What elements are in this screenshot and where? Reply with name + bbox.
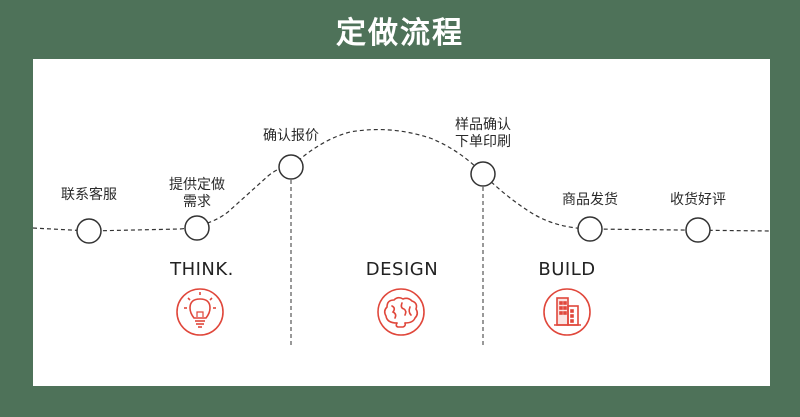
phase-label-design: DESIGN xyxy=(365,259,439,280)
process-curve xyxy=(32,128,771,232)
step-node-3 xyxy=(278,154,304,180)
step-label-5: 商品发货 xyxy=(562,192,618,209)
phase-label-think: THINK. xyxy=(170,259,234,280)
step-label-3: 确认报价 xyxy=(263,128,319,145)
page-title: 定做流程 xyxy=(336,16,464,51)
step-label-4-line2: 下单印刷 xyxy=(455,134,511,150)
step-label-3-line1: 确认报价 xyxy=(263,128,319,144)
lightbulb-icon xyxy=(176,288,224,336)
step-node-2 xyxy=(184,215,210,241)
step-label-2-line1: 提供定做 xyxy=(169,177,225,193)
brain-icon xyxy=(377,288,425,336)
step-label-5-line1: 商品发货 xyxy=(562,192,618,208)
phase-label-build: BUILD xyxy=(538,259,596,280)
step-label-2: 提供定做 需求 xyxy=(169,177,225,211)
step-label-1: 联系客服 xyxy=(61,187,117,204)
building-icon xyxy=(543,288,591,336)
step-label-4: 样品确认 下单印刷 xyxy=(455,117,511,151)
step-label-1-line1: 联系客服 xyxy=(61,187,117,203)
step-node-4 xyxy=(470,161,496,187)
step-node-5 xyxy=(577,216,603,242)
step-node-6 xyxy=(685,217,711,243)
step-label-4-line1: 样品确认 xyxy=(455,117,511,133)
step-node-1 xyxy=(76,218,102,244)
step-label-6: 收货好评 xyxy=(670,192,726,209)
step-label-6-line1: 收货好评 xyxy=(670,192,726,208)
step-label-2-line2: 需求 xyxy=(183,194,211,210)
process-panel xyxy=(33,59,770,386)
